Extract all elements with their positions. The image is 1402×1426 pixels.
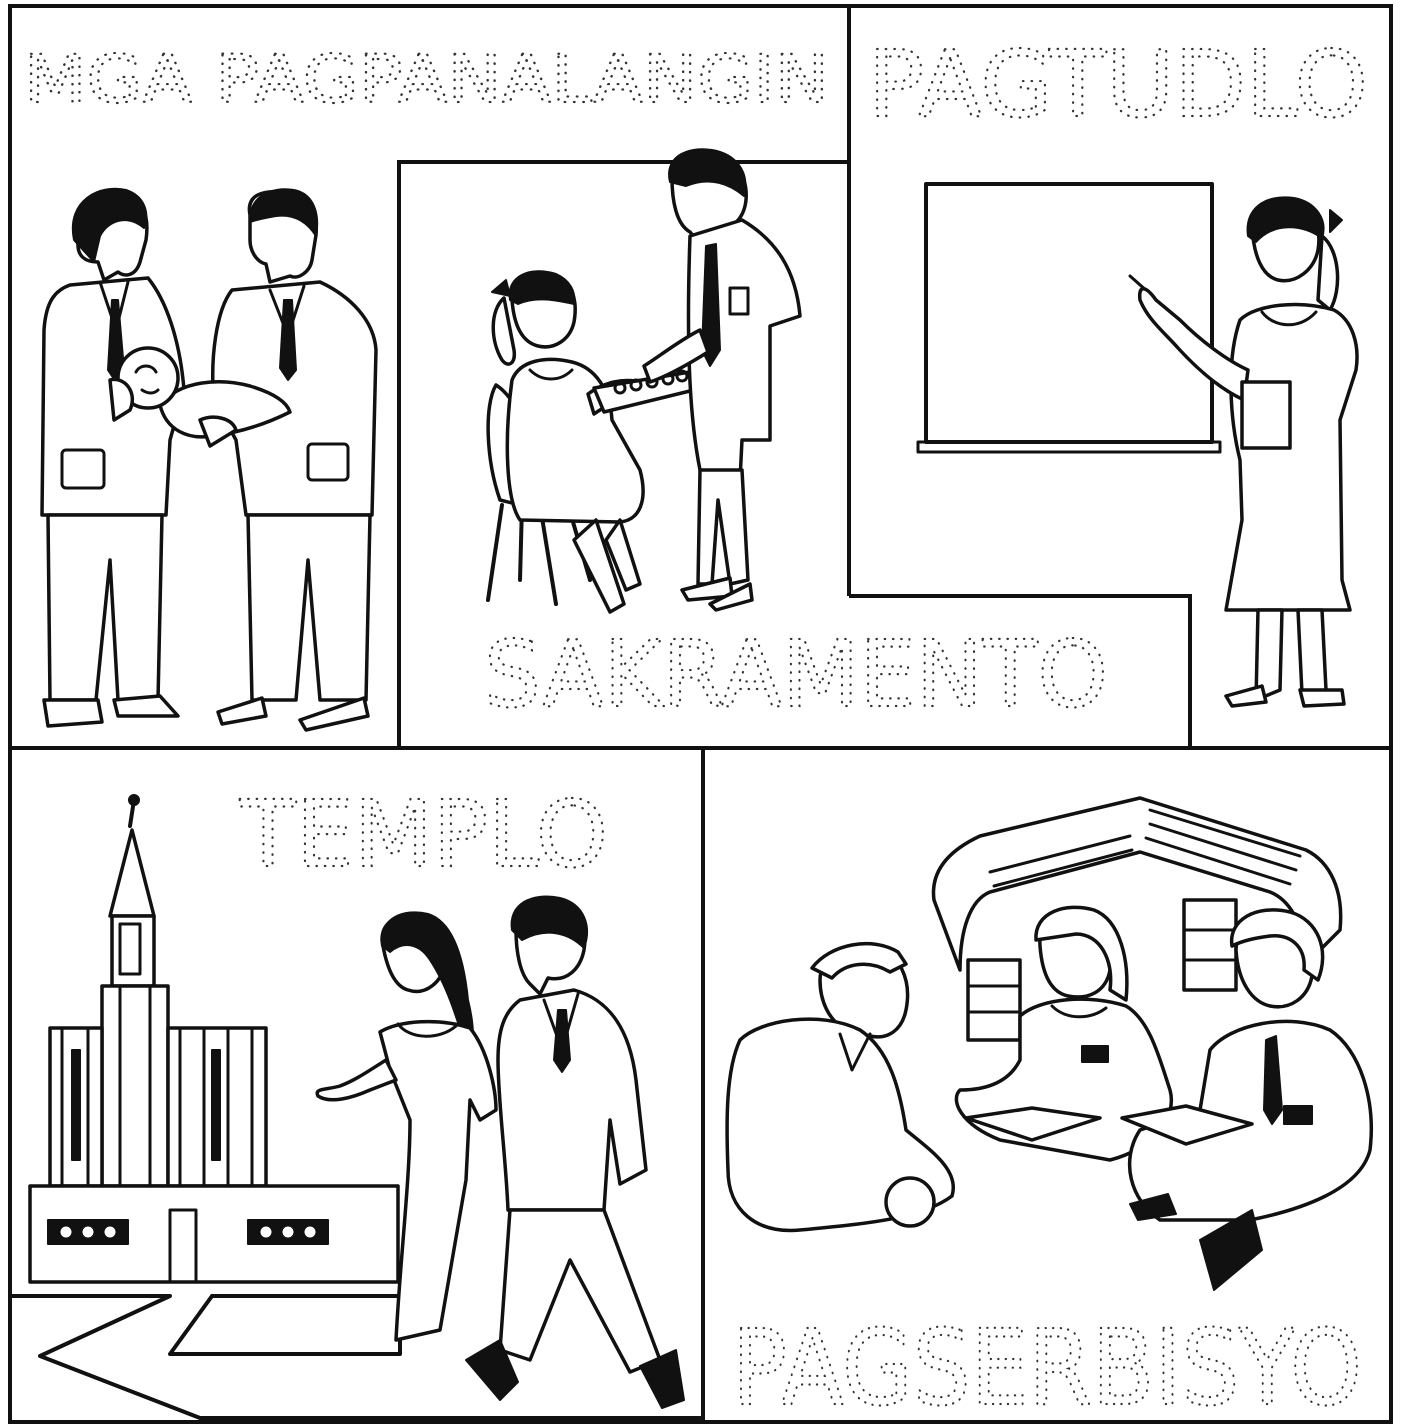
service-illustration: [725, 796, 1373, 1291]
panel-title-blessing: MGA PAGPANALANGIN: [24, 41, 829, 118]
panel-title-teaching: PAGTUDLO: [868, 31, 1368, 138]
teaching-illustration: [916, 182, 1359, 708]
panel-title-sacrament: SAKRAMENTO: [484, 621, 1108, 728]
panel-title-service: PAGSERBISYO: [732, 1307, 1362, 1426]
temple-illustration: [8, 794, 702, 1420]
blessing-illustration: [40, 187, 378, 732]
panel-title-temple: TEMPLO: [239, 781, 608, 888]
sacrament-illustration: [486, 148, 802, 614]
